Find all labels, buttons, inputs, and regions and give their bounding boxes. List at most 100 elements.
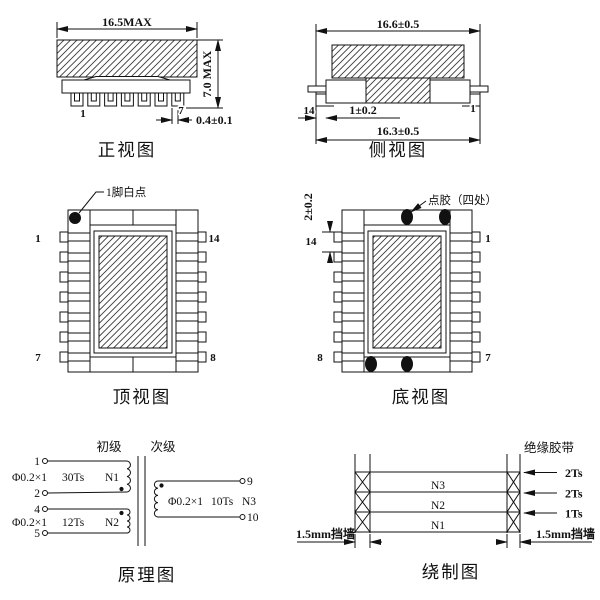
winding-name: N1 bbox=[105, 472, 119, 484]
wire-spec: Φ0.2×1 bbox=[168, 496, 203, 508]
front-view-title: 正视图 bbox=[98, 140, 157, 160]
bottom-pin7-label: 7 bbox=[485, 352, 491, 364]
winding-diagram: N3 N2 N1 绝缘胶带 2Ts 2Ts 1Ts 1.5mm挡墙 1.5mm挡… bbox=[296, 440, 595, 582]
front-pin1-label: 1 bbox=[80, 108, 86, 120]
layer-label: N3 bbox=[431, 480, 445, 492]
turns: 12Ts bbox=[62, 517, 85, 529]
tape-turns-label: 1Ts bbox=[565, 507, 583, 521]
core-hatched-front bbox=[56, 39, 198, 78]
winding-n2: 4 5 Φ0.2×1 12Ts N2 bbox=[12, 504, 131, 540]
left-wall-cross-hatch bbox=[354, 471, 371, 533]
top-view: 1脚白点 1 14 7 8 顶视图 bbox=[35, 185, 220, 407]
glue-dot bbox=[439, 209, 451, 225]
top-pin8-label: 8 bbox=[210, 352, 216, 364]
top-view-title: 顶视图 bbox=[113, 387, 172, 407]
right-wall-label: 1.5mm挡墙 bbox=[536, 526, 595, 541]
side-view: 16.6±0.5 14 1±0.2 1 16.3±0.5 侧视图 bbox=[298, 16, 489, 160]
pin-number: 2 bbox=[34, 488, 40, 500]
primary-header: 初级 bbox=[96, 440, 122, 454]
terminal-1 bbox=[42, 458, 48, 464]
tape-turns-label: 2Ts bbox=[565, 466, 583, 480]
coil-n3 bbox=[153, 480, 159, 518]
top-pin14-label: 14 bbox=[209, 233, 221, 245]
right-wall-cross-hatch bbox=[506, 471, 521, 533]
bottom-pitch-dim-label: 2±0.2 bbox=[301, 193, 315, 221]
top-core-hatched bbox=[98, 235, 168, 349]
tape-header-label: 绝缘胶带 bbox=[524, 440, 574, 455]
glue-note-label: 点胶（四处） bbox=[428, 193, 497, 207]
center-post-hatched bbox=[365, 77, 431, 104]
side-pin14-label: 14 bbox=[304, 105, 316, 117]
pin bbox=[70, 92, 84, 107]
core-hatched-side bbox=[331, 44, 465, 79]
secondary-header: 次级 bbox=[150, 440, 176, 454]
layer-label: N1 bbox=[431, 520, 445, 532]
top-right-pins bbox=[175, 231, 207, 363]
coil-n2 bbox=[126, 508, 131, 534]
bottom-right-pins bbox=[449, 231, 481, 363]
front-width-dim-label: 16.5MAX bbox=[102, 15, 152, 29]
coil-n1 bbox=[126, 460, 131, 493]
winding-diagram-title: 绕制图 bbox=[422, 562, 481, 582]
glue-note-leader bbox=[410, 200, 427, 213]
glue-dot bbox=[401, 209, 413, 225]
winding-name: N3 bbox=[242, 496, 256, 508]
pin1-note-leader bbox=[78, 191, 104, 214]
front-pin-width-dim-label: 0.4±0.1 bbox=[196, 113, 233, 127]
glue-dot bbox=[365, 356, 377, 372]
left-gullwing-foot bbox=[315, 93, 334, 107]
terminal-2 bbox=[42, 490, 48, 496]
pin1-note-label: 1脚白点 bbox=[106, 185, 146, 199]
winding-name: N2 bbox=[105, 517, 119, 529]
tape-turns-label: 2Ts bbox=[565, 487, 583, 501]
bottom-pin1-label: 1 bbox=[485, 233, 491, 245]
pin-number: 4 bbox=[34, 504, 40, 516]
top-view-internal-lines bbox=[89, 210, 177, 372]
pin bbox=[137, 92, 151, 107]
top-left-pins bbox=[59, 231, 91, 363]
bobbin-body-front bbox=[61, 79, 191, 94]
glue-dot bbox=[401, 356, 413, 372]
bottom-view-title: 底视图 bbox=[392, 387, 451, 407]
bobbin-bump bbox=[83, 76, 171, 81]
wall-lines bbox=[354, 454, 521, 533]
bottom-core-hatched bbox=[372, 235, 442, 349]
pin bbox=[120, 92, 134, 107]
wall-dim-extension-lines bbox=[354, 534, 521, 548]
winding-n3: 9 10 Φ0.2×1 10Ts N3 bbox=[153, 476, 259, 524]
front-pin7-label: 7 bbox=[178, 105, 184, 117]
top-pin1-label: 1 bbox=[35, 233, 41, 245]
pin-number: 9 bbox=[247, 476, 253, 488]
right-gullwing-foot bbox=[462, 93, 481, 107]
pin bbox=[104, 92, 118, 107]
terminal-9 bbox=[239, 478, 246, 484]
front-pin-row bbox=[70, 92, 185, 107]
right-flange bbox=[429, 79, 471, 104]
left-pin-stub bbox=[307, 85, 327, 93]
bottom-pin8-label: 8 bbox=[317, 352, 323, 364]
glue-dots bbox=[365, 209, 451, 372]
side-top-dim-label: 16.6±0.5 bbox=[377, 17, 420, 31]
front-view: 16.5MAX 1 7 0.4±0.1 7.0 MAX 正视图 bbox=[56, 14, 233, 160]
turns: 10Ts bbox=[211, 496, 234, 508]
bottom-left-pins bbox=[333, 231, 365, 363]
pin-width-extension-lines bbox=[171, 108, 179, 124]
layer-label: N2 bbox=[431, 500, 445, 512]
side-view-title: 侧视图 bbox=[369, 140, 428, 160]
right-pin-stub bbox=[469, 85, 489, 93]
bottom-pin14-label: 14 bbox=[306, 236, 318, 248]
front-height-dim-label: 7.0 MAX bbox=[200, 50, 214, 97]
pin1-white-dot-marker bbox=[69, 212, 81, 224]
top-pin7-label: 7 bbox=[35, 352, 41, 364]
core-symbol-lines bbox=[137, 456, 146, 546]
left-wall-label: 1.5mm挡墙 bbox=[296, 526, 355, 541]
winding-n1: 1 2 Φ0.2×1 30Ts N1 bbox=[12, 456, 131, 500]
wire-spec: Φ0.2×1 bbox=[12, 517, 47, 529]
layer-lines bbox=[355, 471, 520, 533]
side-foot-dim-label: 1±0.2 bbox=[349, 103, 377, 117]
terminal-10 bbox=[239, 514, 246, 520]
side-pin1-label: 1 bbox=[470, 103, 476, 115]
left-flange bbox=[325, 79, 367, 104]
